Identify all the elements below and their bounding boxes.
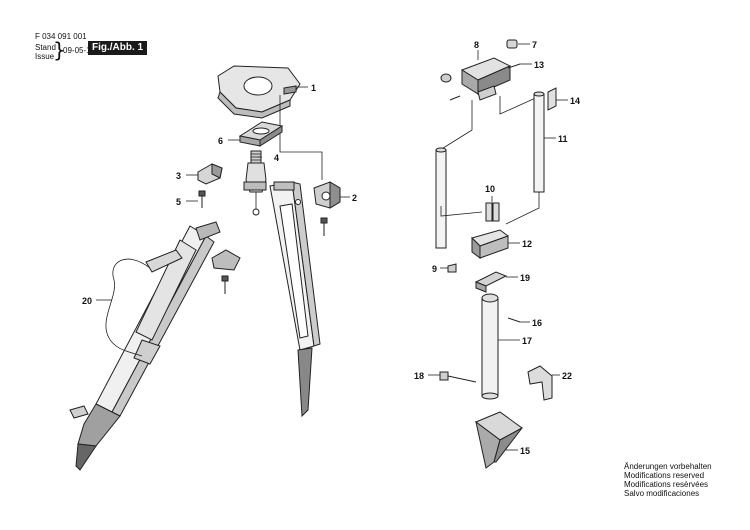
callout-18: 18 [414,371,424,381]
notice-line-en: Modifications reserved [624,471,705,480]
part-1-head-plate [217,65,301,119]
callout-2: 2 [352,193,357,203]
callout-5: 5 [176,197,181,207]
callout-4: 4 [274,153,279,163]
part-14-clip [547,87,557,111]
notice-line-fr: Modifications resèrvées [624,480,709,489]
part-17-tube [481,293,499,400]
part-16-screw [507,317,521,323]
part-10-spring [485,202,500,222]
callout-12: 12 [522,239,532,249]
part-20-strap [105,249,241,357]
part-22-clip [527,365,553,401]
part-5-screw [198,190,206,208]
part-18-bolt [439,371,477,383]
part-8-top-block [440,57,512,101]
callout-7: 7 [532,40,537,50]
brace-symbol: } [53,38,66,62]
part-7-pin [506,39,518,49]
callout-19: 19 [520,273,530,283]
screw-left-block [449,95,461,101]
part-6-pad [238,121,284,147]
callout-8: 8 [474,40,479,50]
part-11-rod-right [533,91,545,193]
callout-9: 9 [432,264,437,274]
callout-6: 6 [218,136,223,146]
tripod-leg-left [69,221,221,471]
screw-under-part-2 [320,217,328,236]
part-11-rod-left [435,147,447,249]
issue-label: Issue [35,52,55,61]
callout-20: 20 [82,296,92,306]
callout-15: 15 [520,446,530,456]
callout-3: 3 [176,171,181,181]
callout-10: 10 [485,184,495,194]
issue-date: 09-05-11 [63,46,95,55]
part-15-foot [475,411,523,469]
tripod-leg-center [269,181,321,418]
notice-line-es: Salvo modificaciones [624,489,700,498]
figure-label: Fig./Abb. 1 [88,41,148,55]
part-3-bracket [197,163,223,185]
part-4-clamp-screw [243,150,267,216]
notice-line-de: Änderungen vorbehalten [624,462,712,471]
callout-22: 22 [562,371,572,381]
callout-11: 11 [558,134,568,144]
part-9-screw [447,263,457,273]
callout-17: 17 [522,336,532,346]
part-12-slider-block [471,229,510,259]
modifications-notice: Änderungen vorbehalten Modifications res… [624,462,712,498]
callout-13: 13 [534,60,544,70]
part-2-lever-knob [313,181,341,209]
part-13-screw [507,63,521,69]
stand-label: Stand [35,43,56,52]
document-number: F 034 091 001 [35,32,87,41]
callout-14: 14 [570,96,580,106]
part-19-guide [474,271,508,293]
callout-16: 16 [532,318,542,328]
screw-left-bracket [221,275,229,294]
callout-1: 1 [311,83,316,93]
